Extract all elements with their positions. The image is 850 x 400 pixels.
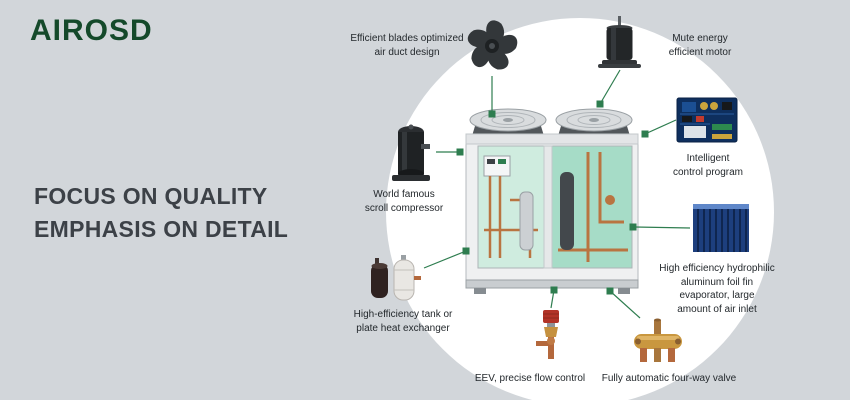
heat-pump-unit-drawing (465, 108, 639, 294)
callout-label-evaporator: High efficiency hydrophilic aluminum foi… (659, 263, 775, 315)
evaporator-fin-image (690, 200, 752, 261)
circuit-board-image (676, 96, 738, 149)
callout-label-fan: Efficient blades optimized air duct desi… (350, 33, 464, 58)
callout-label-control: Intelligent control program (672, 153, 744, 178)
fan-grille-right (555, 108, 633, 132)
brand-logo: AIROSD (30, 14, 153, 47)
fan-blade-image (462, 16, 522, 81)
tank-heat-exchanger-image (366, 254, 424, 309)
headline: FOCUS ON QUALITY EMPHASIS ON DETAIL (34, 183, 289, 243)
four-way-valve-image (628, 316, 688, 371)
callout-label-eev: EEV, precise flow control (474, 373, 586, 384)
scroll-compressor-image (388, 122, 436, 189)
heat-pump-unit-illustration (442, 100, 662, 305)
eev-valve-image (530, 308, 572, 368)
callout-label-motor: Mute energy efficient motor (668, 33, 732, 58)
callout-label-heat-exchanger: High-efficiency tank or plate heat excha… (353, 309, 453, 334)
callout-label-four-way-valve: Fully automatic four-way valve (601, 373, 737, 384)
electric-motor-image (594, 14, 646, 75)
callout-label-compressor: World famous scroll compressor (364, 189, 444, 214)
